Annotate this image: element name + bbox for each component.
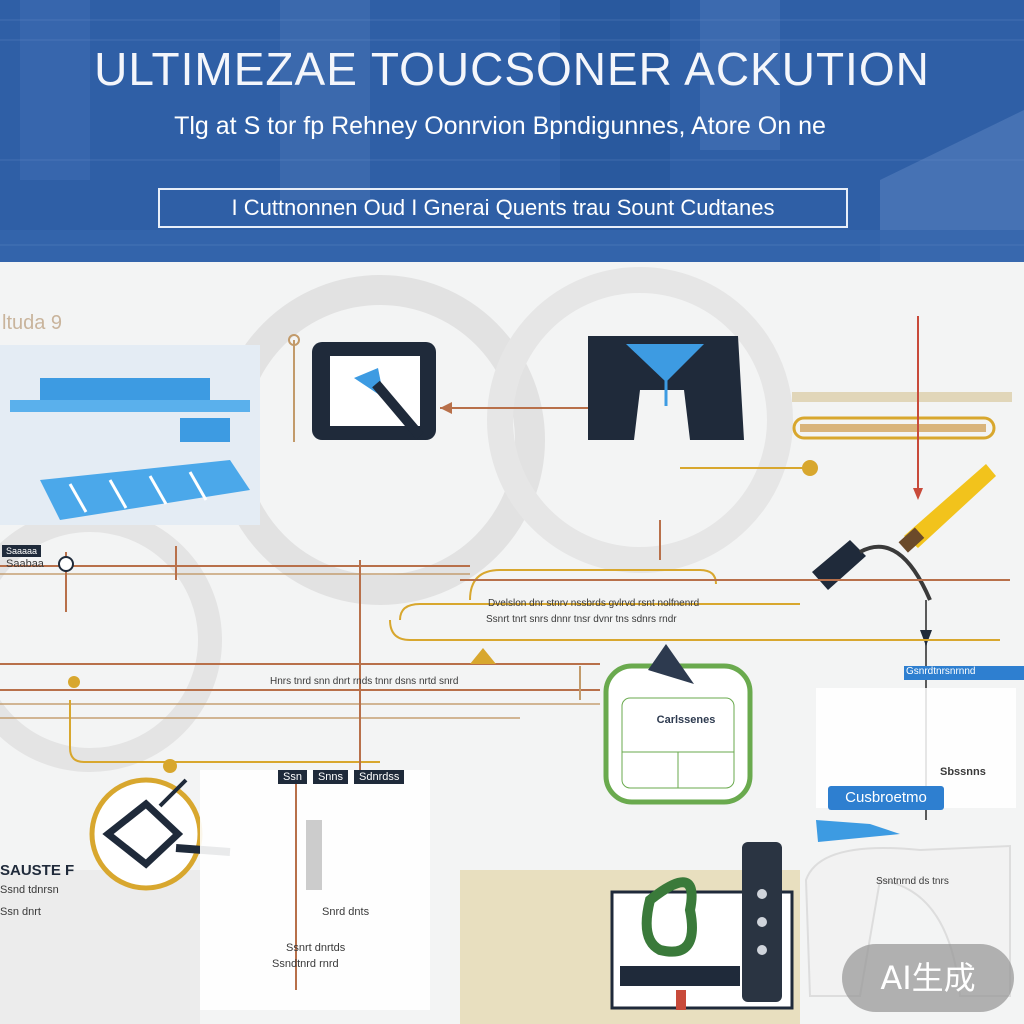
bottom-left-subtitle-2: Ssn dnrt [0, 906, 41, 918]
bottom-tab-2: Snns [312, 770, 349, 784]
center-text-line-2: Ssnrt tnrt snrs dnnr tnsr dvnr tns sdnrs… [486, 614, 677, 625]
ai-generated-watermark: AI生成 [842, 944, 1014, 1012]
bottom-tab-3: Sdnrdss [354, 770, 405, 784]
page-title: ULTIMEZAE TOUCSONER ACKUTION [94, 43, 930, 95]
paintbrush-icon [812, 464, 996, 601]
center-text-line-1: Dvelslon dnr stnrv nssbrds gvlrvd rsnt n… [488, 598, 700, 609]
page-subtitle: Tlg at S tor fp Rehney Oonrvion Bpndigun… [174, 112, 826, 140]
left-tag: Saaaaa [2, 545, 42, 557]
bottom-center-text-1: Snrd dnts [322, 906, 370, 918]
green-panel-label: Carlssenes [656, 714, 716, 726]
device-controller-icon [610, 842, 794, 1010]
banner-box: I Cuttnonnen Oud I Gnerai Quents trau So… [158, 188, 848, 228]
left-small-label: Saabaa [6, 558, 44, 570]
touchscreen-frame-icon [312, 342, 436, 440]
bottom-tab-strip: Ssn Snns Sdnrdss [278, 770, 405, 784]
blue-machine-icon [0, 345, 260, 525]
right-small-label: Sbssnns [940, 766, 986, 778]
right-bar-label: Gsnrdtnrsnrnnd [906, 666, 976, 677]
row-text-line: Hnrs tnrd snn dnrt rnds tnnr dsns nrtd s… [270, 676, 459, 687]
header-banner: ULTIMEZAE TOUCSONER ACKUTION Tlg at S to… [0, 0, 1024, 262]
green-touch-panel [603, 644, 753, 805]
ruler-bar [800, 424, 986, 432]
left-vertical-label: ltuda 9 [2, 312, 63, 334]
city-skyline-background [0, 0, 1024, 262]
bottom-left-title: SAUSTE F [0, 862, 75, 879]
tablet-device-icon [588, 336, 744, 440]
bottom-center-text-2: Ssnrt dnrtds [286, 942, 346, 954]
workflow-diagram [0, 267, 1024, 1024]
bottom-center-text-3: Ssndtnrd rnrd [272, 958, 339, 970]
blue-tag-label: Cusbroetmo [828, 786, 944, 810]
bottom-left-subtitle: Ssnd tdnrsn [0, 884, 59, 896]
bottom-tab-1: Ssn [278, 770, 307, 784]
right-small-label-2: Ssntnrnd ds tnrs [876, 876, 949, 887]
